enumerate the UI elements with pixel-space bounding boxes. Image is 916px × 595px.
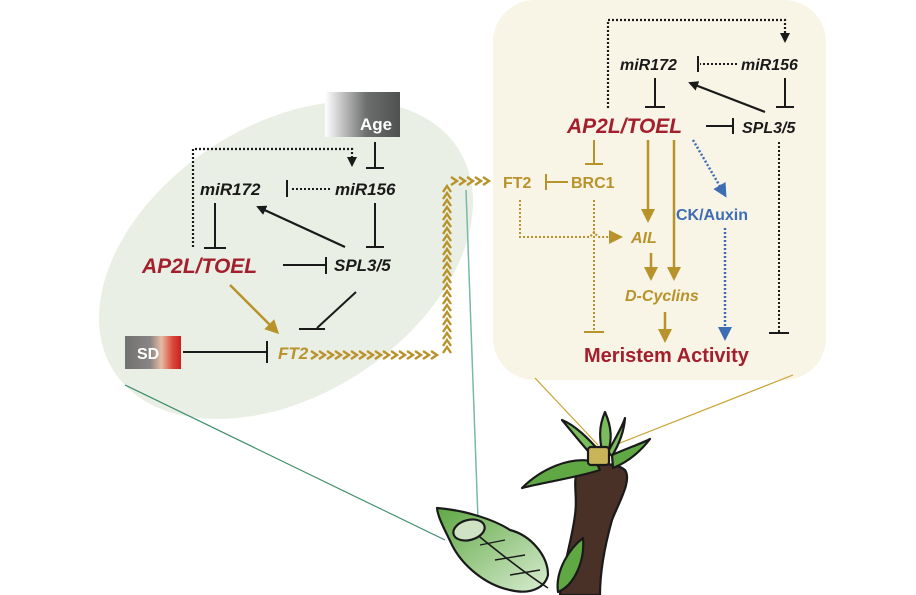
ft2-signal-chevron (442, 190, 452, 200)
ft2-signal-chevron (442, 323, 452, 333)
ft2-signal-chevron (442, 281, 452, 291)
ft2-signal-chevron (442, 253, 452, 263)
ft2-signal-chevron (442, 309, 452, 319)
ft2-signal-chevron (310, 350, 320, 360)
right-spl-label: SPL3/5 (742, 120, 796, 137)
spl-inhibits-ft2 (316, 291, 357, 329)
ft2-signal-chevron (442, 183, 452, 193)
ail-label: AIL (630, 230, 657, 247)
ft2-signal-chevron (366, 350, 376, 360)
apical-leaf-right (610, 437, 652, 470)
ft2-signal-chevron (318, 350, 328, 360)
ft2-signal-chevron (442, 246, 452, 256)
callout-line-left-1 (124, 384, 446, 541)
callout-line-right-1 (534, 377, 599, 446)
ft2-signal-chevron (482, 176, 492, 186)
left-panel-background (99, 100, 473, 420)
ft2-signal-chevron (442, 295, 452, 305)
apical-bud-marker (586, 445, 611, 467)
ft2-signal-chevron (474, 176, 484, 186)
right-spl-promotes-mir172 (688, 81, 766, 114)
sd-box: SD (125, 336, 181, 369)
stem-leaf (556, 536, 585, 594)
ft2-signal-chevron (422, 350, 432, 360)
brc1-label: BRC1 (571, 175, 615, 192)
ft2-signal-chevron (442, 316, 452, 326)
apical-leaf-top-mid (599, 410, 612, 454)
plant-illustration (435, 410, 652, 595)
leaf-vein (479, 539, 541, 576)
sd-label: SD (137, 346, 159, 363)
ft2-signal-chevron (390, 350, 400, 360)
apical-leaf-left (520, 459, 602, 490)
ft2-signal-chevron (442, 274, 452, 284)
ft2-signal-chevron (414, 350, 424, 360)
ft2-signal-chevron (442, 330, 452, 340)
spl-promotes-mir172 (256, 205, 346, 248)
axillary-leaf (435, 506, 550, 593)
ft2-signal-chevron (442, 288, 452, 298)
axillary-bud-marker (452, 518, 486, 542)
ft2-signal-chevron (442, 267, 452, 277)
ft2-mobile-signal-path (310, 176, 492, 360)
ft2-signal-chevron (442, 197, 452, 207)
left-mir156-label: miR156 (335, 180, 396, 199)
ft2-signal-chevron (442, 232, 452, 242)
ft2-signal-chevron (398, 350, 408, 360)
ap2l-promotes-mir156-dotted-right (606, 18, 790, 108)
ft2-signal-chevron (382, 350, 392, 360)
right-panel-background (493, 0, 826, 380)
ft2-signal-chevron (374, 350, 384, 360)
ft2-signal-chevron (458, 176, 468, 186)
right-ap2l-label: AP2L/TOEL (566, 115, 682, 138)
ft2-signal-chevron (450, 176, 460, 186)
ft2-signal-chevron (442, 302, 452, 312)
left-ft2-label: FT2 (278, 344, 309, 363)
ft2-signal-chevron (442, 260, 452, 270)
callout-line-right-2 (614, 374, 794, 446)
ap2l-promotes-ck-auxin-dotted (691, 139, 727, 198)
ft2-signal-chevron (442, 204, 452, 214)
callout-line-left-2 (465, 189, 479, 521)
ft2-signal-chevron (442, 211, 452, 221)
left-ap2l-label: AP2L/TOEL (141, 255, 257, 278)
right-mir172-label: miR172 (620, 57, 677, 74)
ft2-signal-chevron (342, 350, 352, 360)
left-mir172-label: miR172 (200, 180, 261, 199)
ft2-signal-chevron (442, 218, 452, 228)
left-spl-label: SPL3/5 (334, 256, 391, 275)
ft2-signal-chevron (326, 350, 336, 360)
ft2-signal-chevron (442, 344, 452, 354)
right-mir156-label: miR156 (741, 57, 798, 74)
ft2-signal-chevron (466, 176, 476, 186)
ft2-signal-chevron (358, 350, 368, 360)
right-ft2-label: FT2 (503, 175, 532, 192)
ft2-signal-chevron (442, 337, 452, 347)
ap2l-promotes-mir156-dotted (191, 147, 357, 247)
ft2-signal-chevron (442, 239, 452, 249)
apical-leaf-top-right (606, 416, 627, 458)
age-box: Age (325, 92, 400, 137)
ck-auxin-label: CK/Auxin (676, 207, 748, 224)
ft2-signal-chevron (406, 350, 416, 360)
ap2l-promotes-ft2 (229, 284, 280, 335)
ft2-signal-chevron (350, 350, 360, 360)
ft2-signal-chevron (442, 225, 452, 235)
age-label: Age (360, 115, 392, 134)
ft2-signal-chevron (430, 350, 440, 360)
ft2-signal-chevron (334, 350, 344, 360)
meristem-activity-label: Meristem Activity (584, 345, 750, 367)
d-cyclins-label: D-Cyclins (625, 288, 699, 305)
